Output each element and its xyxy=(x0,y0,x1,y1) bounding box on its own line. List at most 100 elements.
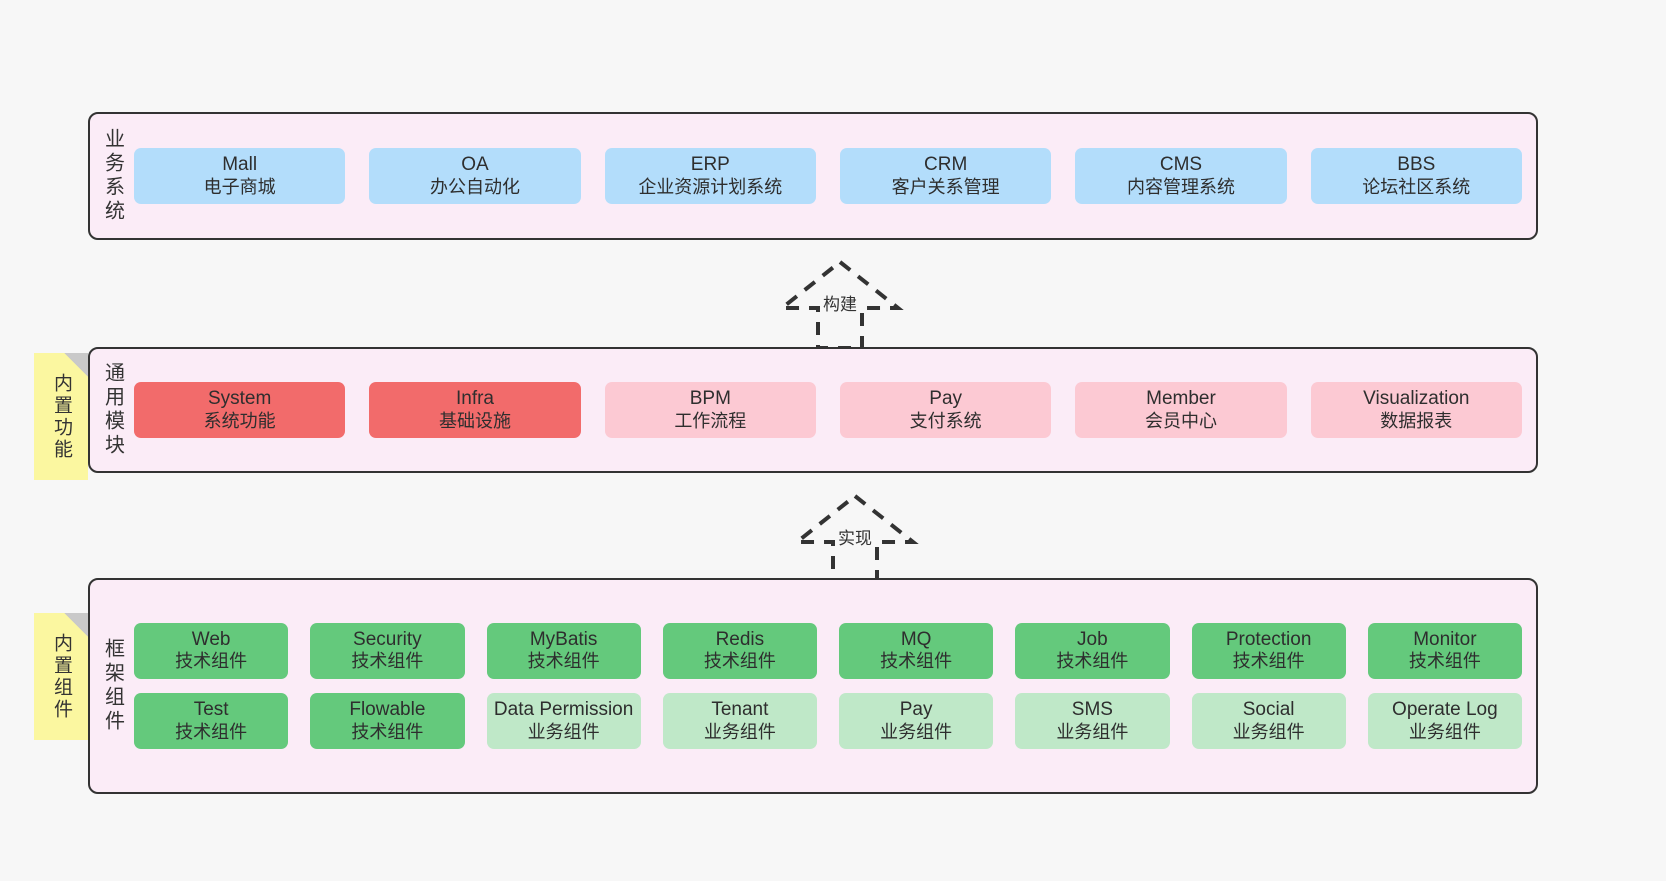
card-cms[interactable]: CMS 内容管理系统 xyxy=(1075,147,1287,205)
layer-body-common-modules: System 系统功能 Infra 基础设施 BPM 工作流程 Pay 支付系统… xyxy=(134,349,1536,471)
card-title-cn: 企业资源计划系统 xyxy=(638,176,783,197)
card-title-cn: 业务组件 xyxy=(1232,721,1305,742)
card-data-permission[interactable]: Data Permission 业务组件 xyxy=(486,693,641,750)
card-member[interactable]: Member 会员中心 xyxy=(1075,381,1287,439)
connector-implement-label: 实现 xyxy=(838,529,872,548)
card-title-en: Social xyxy=(1242,699,1295,720)
card-title-en: SMS xyxy=(1071,699,1113,720)
card-title-cn: 技术组件 xyxy=(1232,651,1305,672)
card-title-en: BBS xyxy=(1397,153,1436,175)
card-title-en: CMS xyxy=(1159,153,1203,175)
card-title-en: CRM xyxy=(924,153,968,175)
card-title-cn: 数据报表 xyxy=(1380,410,1453,431)
card-bpm[interactable]: BPM 工作流程 xyxy=(604,381,816,439)
card-bbs[interactable]: BBS 论坛社区系统 xyxy=(1310,147,1522,205)
layer-title-text: 通用模块 xyxy=(101,362,124,458)
layer-body-business-systems: Mall 电子商城 OA 办公自动化 ERP 企业资源计划系统 CRM 客户关系… xyxy=(134,114,1536,238)
card-redis[interactable]: Redis 技术组件 xyxy=(662,622,817,679)
layer-body-framework-components: Web 技术组件 Security 技术组件 MyBatis 技术组件 Redi… xyxy=(134,580,1536,792)
card-title-en: Security xyxy=(353,628,422,650)
card-title-en: BPM xyxy=(689,387,731,409)
card-tenant[interactable]: Tenant 业务组件 xyxy=(662,693,817,750)
card-test[interactable]: Test 技术组件 xyxy=(134,693,289,750)
card-pay-business[interactable]: Pay 业务组件 xyxy=(839,693,994,750)
card-title-en: Data Permission xyxy=(493,699,634,720)
card-title-cn: 技术组件 xyxy=(1408,651,1481,672)
card-title-cn: 客户关系管理 xyxy=(891,176,1000,197)
card-title-en: Visualization xyxy=(1363,387,1470,409)
layer-title-business-systems: 业务系统 xyxy=(90,114,134,238)
card-title-en: Redis xyxy=(715,628,765,650)
sticky-builtin-features: 内置功能 xyxy=(34,353,88,480)
card-title-cn: 基础设施 xyxy=(438,410,511,431)
layer-title-text: 框架组件 xyxy=(101,638,124,734)
card-mall[interactable]: Mall 电子商城 xyxy=(134,147,346,205)
card-operate-log[interactable]: Operate Log 业务组件 xyxy=(1367,693,1522,750)
card-title-en: System xyxy=(207,387,272,409)
card-title-cn: 支付系统 xyxy=(909,410,982,431)
card-title-en: Infra xyxy=(455,387,494,409)
card-title-en: Monitor xyxy=(1413,628,1477,650)
card-row: Mall 电子商城 OA 办公自动化 ERP 企业资源计划系统 CRM 客户关系… xyxy=(134,147,1522,205)
card-title-cn: 技术组件 xyxy=(175,721,248,742)
card-title-cn: 会员中心 xyxy=(1144,410,1217,431)
card-oa[interactable]: OA 办公自动化 xyxy=(369,147,581,205)
card-web[interactable]: Web 技术组件 xyxy=(134,622,289,679)
card-title-cn: 业务组件 xyxy=(1056,721,1129,742)
card-title-cn: 业务组件 xyxy=(527,721,600,742)
card-social[interactable]: Social 业务组件 xyxy=(1191,693,1346,750)
card-row: System 系统功能 Infra 基础设施 BPM 工作流程 Pay 支付系统… xyxy=(134,381,1522,439)
sticky-builtin-components: 内置组件 xyxy=(34,613,88,740)
card-title-cn: 业务组件 xyxy=(1408,721,1481,742)
connector-build-label: 构建 xyxy=(823,295,857,314)
card-title-en: MyBatis xyxy=(529,628,598,650)
layer-title-framework-components: 框架组件 xyxy=(90,580,134,792)
card-title-en: Protection xyxy=(1225,628,1312,650)
card-erp[interactable]: ERP 企业资源计划系统 xyxy=(604,147,816,205)
connector-implement: 实现 xyxy=(765,490,945,586)
layer-framework-components: 框架组件 Web 技术组件 Security 技术组件 MyBatis 技术组件… xyxy=(88,578,1538,794)
card-title-cn: 工作流程 xyxy=(674,410,747,431)
card-system[interactable]: System 系统功能 xyxy=(134,381,346,439)
card-mybatis[interactable]: MyBatis 技术组件 xyxy=(486,622,641,679)
card-visualization[interactable]: Visualization 数据报表 xyxy=(1310,381,1522,439)
card-title-cn: 技术组件 xyxy=(351,721,424,742)
card-title-en: Pay xyxy=(929,387,963,409)
card-security[interactable]: Security 技术组件 xyxy=(310,622,465,679)
card-monitor[interactable]: Monitor 技术组件 xyxy=(1367,622,1522,679)
card-title-cn: 论坛社区系统 xyxy=(1362,176,1471,197)
layer-common-modules: 通用模块 System 系统功能 Infra 基础设施 BPM 工作流程 Pay xyxy=(88,347,1538,473)
card-title-en: Tenant xyxy=(711,699,769,720)
card-row-technical: Web 技术组件 Security 技术组件 MyBatis 技术组件 Redi… xyxy=(134,622,1522,679)
card-title-cn: 内容管理系统 xyxy=(1126,176,1235,197)
card-title-cn: 业务组件 xyxy=(880,721,953,742)
card-protection[interactable]: Protection 技术组件 xyxy=(1191,622,1346,679)
connector-build: 构建 xyxy=(750,256,930,352)
card-title-en: Member xyxy=(1146,387,1216,409)
card-title-cn: 技术组件 xyxy=(1056,651,1129,672)
card-flowable[interactable]: Flowable 技术组件 xyxy=(310,693,465,750)
card-infra[interactable]: Infra 基础设施 xyxy=(369,381,581,439)
sticky-label: 内置功能 xyxy=(50,372,72,461)
sticky-fold-corner-icon xyxy=(64,613,88,637)
card-title-cn: 技术组件 xyxy=(527,651,600,672)
card-title-cn: 业务组件 xyxy=(703,721,776,742)
sticky-label: 内置组件 xyxy=(50,632,72,721)
layer-business-systems: 业务系统 Mall 电子商城 OA 办公自动化 ERP 企业资源计划系统 CRM xyxy=(88,112,1538,240)
card-title-en: Operate Log xyxy=(1392,699,1498,720)
card-title-en: Mall xyxy=(222,153,258,175)
card-title-en: Flowable xyxy=(349,699,426,720)
card-title-en: Web xyxy=(191,628,231,650)
card-pay[interactable]: Pay 支付系统 xyxy=(839,381,1052,439)
card-title-cn: 办公自动化 xyxy=(429,176,520,197)
card-title-en: MQ xyxy=(900,628,932,650)
card-job[interactable]: Job 技术组件 xyxy=(1015,622,1170,679)
card-title-en: Pay xyxy=(899,699,933,720)
layer-title-common-modules: 通用模块 xyxy=(90,349,134,471)
card-sms[interactable]: SMS 业务组件 xyxy=(1015,693,1170,750)
card-crm[interactable]: CRM 客户关系管理 xyxy=(839,147,1052,205)
card-row-business: Test 技术组件 Flowable 技术组件 Data Permission … xyxy=(134,693,1522,750)
card-mq[interactable]: MQ 技术组件 xyxy=(839,622,994,679)
card-title-cn: 技术组件 xyxy=(351,651,424,672)
